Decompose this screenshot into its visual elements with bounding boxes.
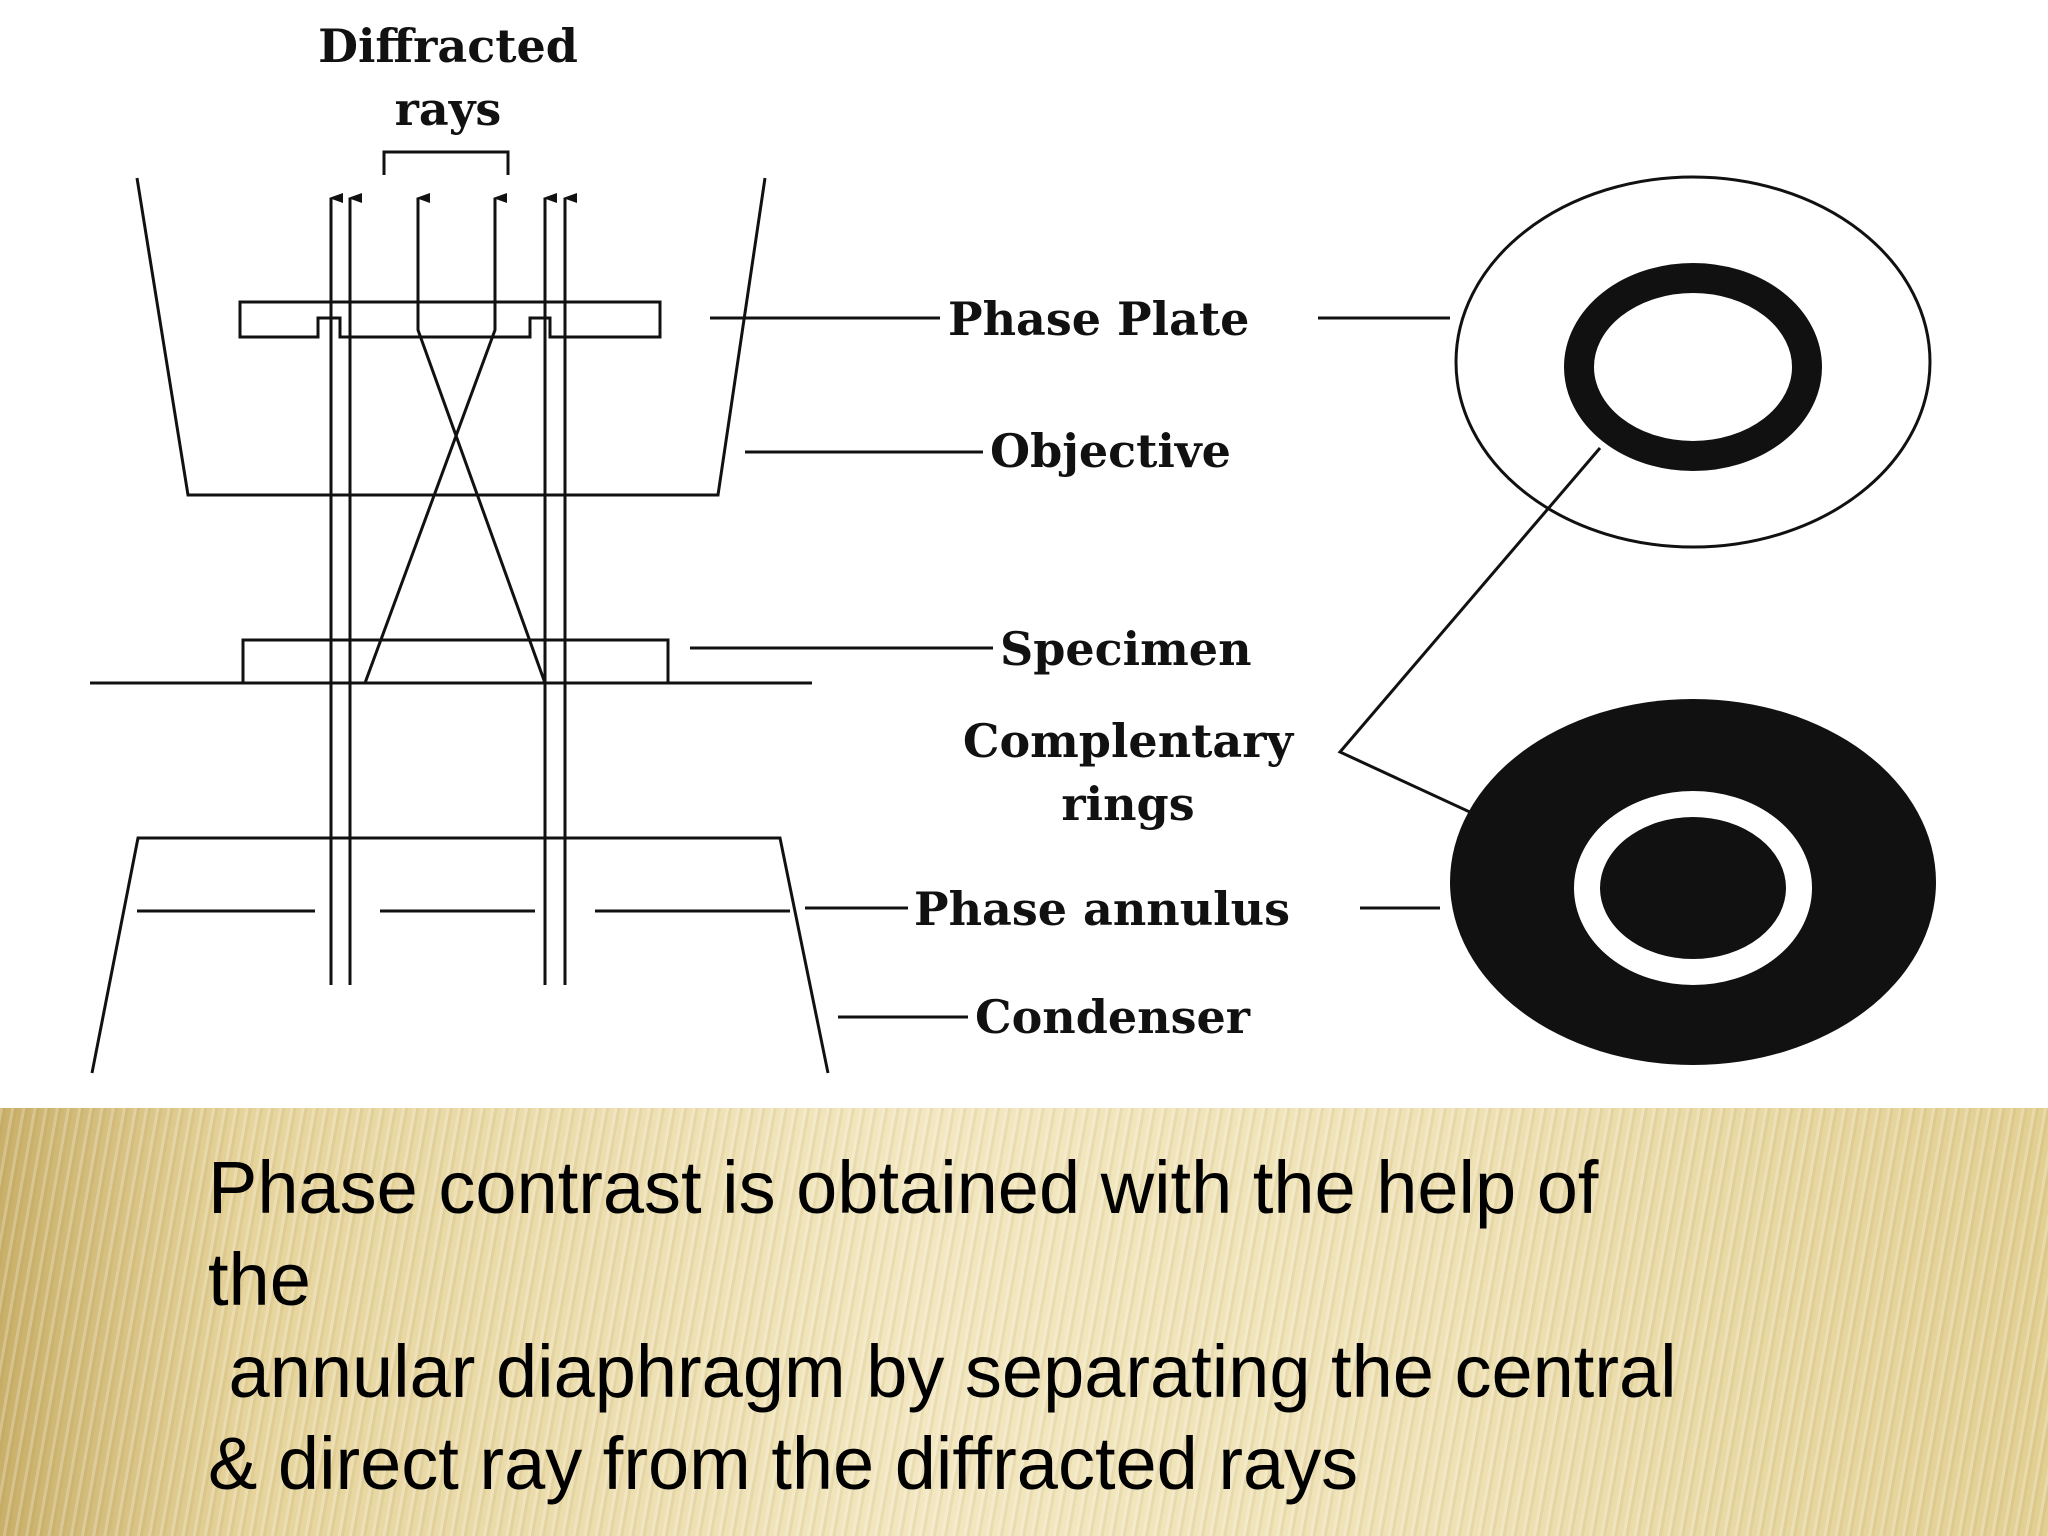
diffracted-rays-label-line2: rays <box>395 82 502 136</box>
direct-rays-right <box>543 193 577 985</box>
caption-line-1: Phase contrast is obtained with the help… <box>208 1146 1599 1229</box>
diffracted-rays-bracket <box>382 150 510 175</box>
complementary-rings-label-line1: Complentary <box>963 714 1295 768</box>
caption-line-3: annular diaphragm by separating the cent… <box>208 1330 1677 1413</box>
phase-annulus-label: Phase annulus <box>914 882 1290 936</box>
condenser-label: Condenser <box>975 990 1251 1044</box>
caption-line-4: & direct ray from the diffracted rays <box>208 1422 1359 1505</box>
objective-label: Objective <box>990 424 1231 478</box>
diffracted-rays-label-line1: Diffracted <box>318 19 578 73</box>
leader-lines <box>690 316 1450 1019</box>
phase-contrast-diagram: Diffracted rays <box>90 19 1936 1074</box>
direct-rays-left <box>329 193 362 985</box>
phase-plate <box>238 300 662 339</box>
phase-annulus-ring-view <box>1450 699 1936 1065</box>
caption-text: Phase contrast is obtained with the help… <box>208 1142 1848 1510</box>
complementary-rings-connector <box>1337 447 1602 864</box>
caption-band <box>0 1108 2048 1536</box>
condenser-housing <box>90 836 830 1074</box>
caption-line-2: the <box>208 1238 311 1321</box>
specimen-slide <box>241 638 670 685</box>
phase-plate-ring-view <box>1454 175 1932 549</box>
phase-plate-label: Phase Plate <box>948 292 1249 346</box>
objective-housing <box>135 177 767 497</box>
specimen-label: Specimen <box>1000 622 1252 676</box>
complementary-rings-label-line2: rings <box>1061 777 1194 831</box>
diffracted-rays <box>363 193 547 684</box>
